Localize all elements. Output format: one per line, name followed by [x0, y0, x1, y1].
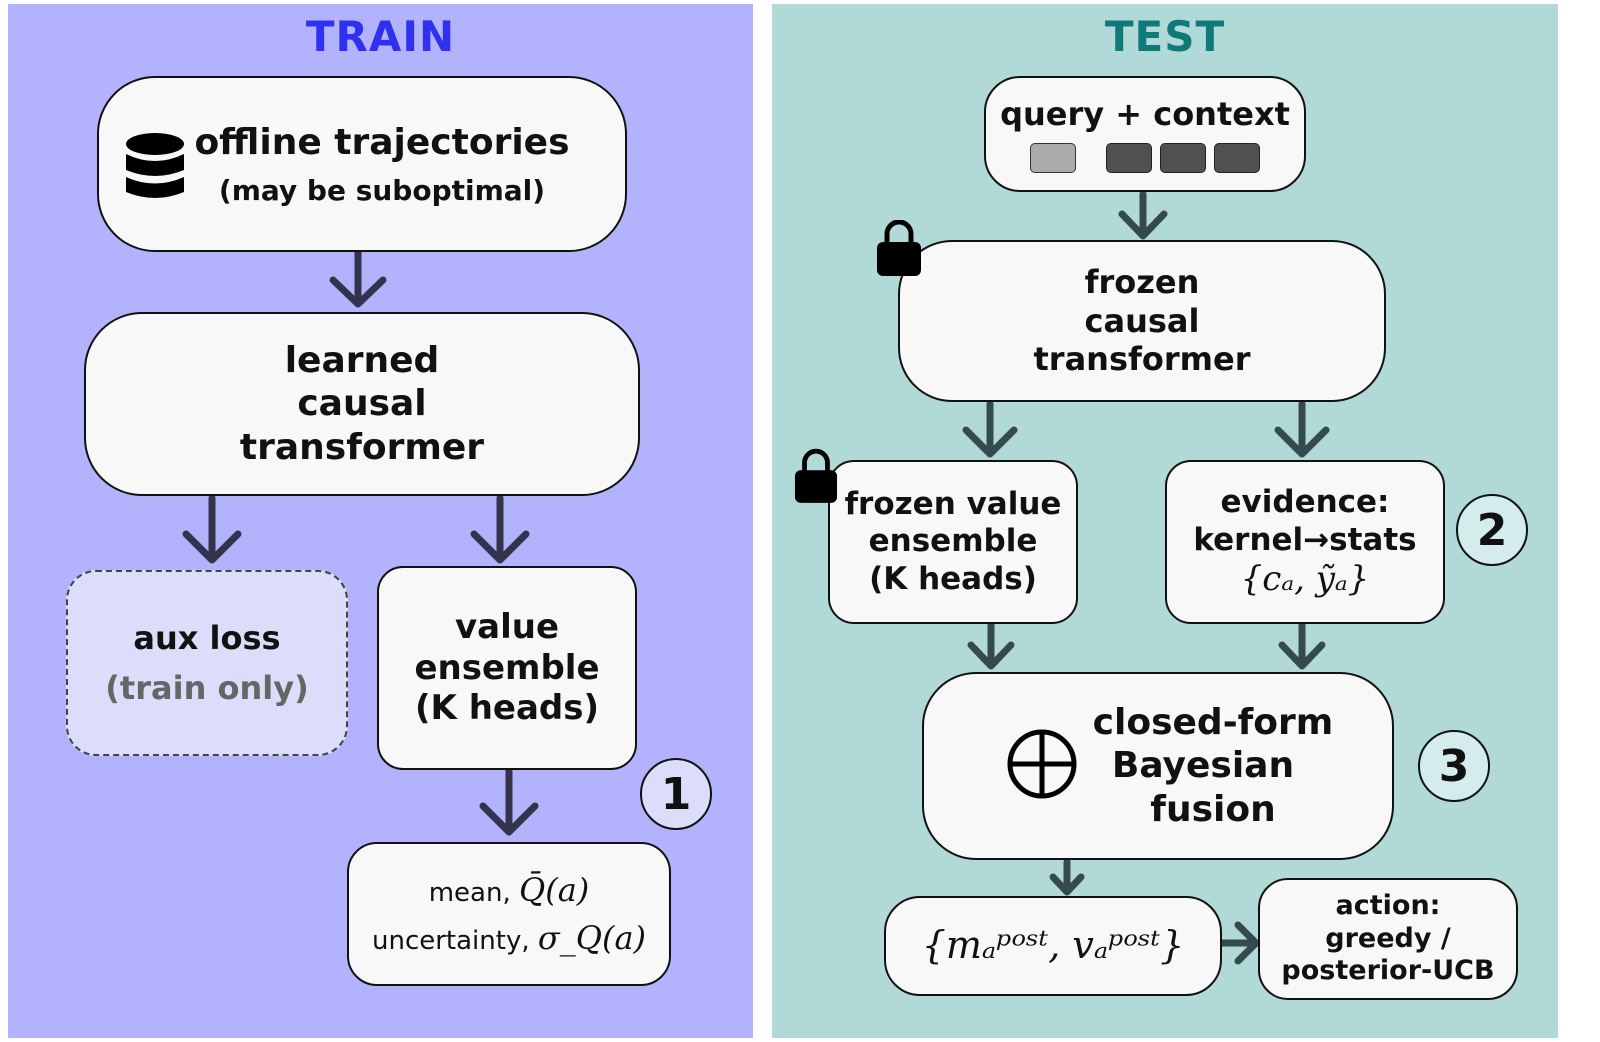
value-line2: ensemble — [414, 647, 600, 688]
uncertainty-row: uncertainty, σ_Q(a) — [372, 914, 646, 962]
mean-uncertainty-box: mean, Q̄(a) uncertainty, σ_Q(a) — [347, 842, 671, 986]
lock-icon — [877, 220, 921, 276]
transformer-line1: learned — [284, 340, 440, 382]
test-title: TEST — [1104, 12, 1226, 61]
query-context-box: query + context — [984, 76, 1306, 192]
action-box: action: greedy / posterior-UCB — [1258, 878, 1518, 1000]
evidence-math: {cₐ, ỹₐ} — [1240, 558, 1370, 599]
fusion-line1: closed-form — [1092, 702, 1334, 744]
context-token — [1160, 143, 1206, 174]
train-title: TRAIN — [305, 12, 456, 61]
posterior-math: {mₐᵖᵒˢᵗ, vₐᵖᵒˢᵗ} — [921, 923, 1185, 968]
transformer-line2: causal — [297, 383, 427, 425]
offline-trajectories-box: offline trajectories (may be suboptimal) — [97, 76, 627, 252]
fusion-line3: fusion — [1150, 788, 1276, 830]
action-line2: greedy / — [1325, 922, 1451, 954]
aux-loss-label: aux loss — [133, 618, 281, 657]
query-token — [1030, 143, 1076, 174]
action-line3: posterior-UCB — [1281, 955, 1495, 987]
step-badge-1: 1 — [640, 758, 712, 830]
evidence-line1: evidence: — [1220, 484, 1390, 521]
frozen-transformer-line1: frozen — [1084, 263, 1200, 302]
offline-title: offline trajectories — [194, 121, 570, 163]
lock-icon — [794, 448, 838, 503]
frozen-value-ensemble-box: frozen value ensemble (K heads) — [828, 460, 1078, 624]
fusion-line2: Bayesian — [1111, 745, 1295, 787]
uncertainty-label: uncertainty, — [371, 926, 538, 956]
posterior-box: {mₐᵖᵒˢᵗ, vₐᵖᵒˢᵗ} — [884, 896, 1222, 996]
evidence-line2: kernel→stats — [1193, 521, 1417, 558]
value-line3: (K heads) — [414, 688, 600, 729]
frozen-value-line3: (K heads) — [869, 560, 1037, 597]
value-line1: value — [454, 606, 560, 647]
mean-label: mean, — [428, 878, 519, 908]
mean-row: mean, Q̄(a) — [429, 866, 590, 914]
frozen-transformer-box: frozen causal transformer — [898, 240, 1386, 402]
aux-loss-note: (train only) — [105, 669, 309, 707]
context-token — [1214, 143, 1260, 174]
frozen-transformer-line2: causal — [1084, 301, 1200, 340]
uncertainty-math: σ_Q(a) — [537, 919, 646, 957]
circle-plus-icon — [1007, 729, 1077, 799]
action-line1: action: — [1335, 890, 1441, 922]
frozen-value-line2: ensemble — [868, 523, 1038, 560]
step-badge-2: 2 — [1456, 494, 1528, 566]
evidence-box: evidence: kernel→stats {cₐ, ỹₐ} — [1165, 460, 1445, 624]
transformer-line3: transformer — [239, 426, 485, 468]
query-label: query + context — [1000, 94, 1290, 133]
value-ensemble-box: value ensemble (K heads) — [377, 566, 637, 770]
frozen-value-line1: frozen value — [844, 486, 1062, 523]
bayesian-fusion-box: closed-form Bayesian fusion — [922, 672, 1394, 860]
learned-transformer-box: learned causal transformer — [84, 312, 640, 496]
frozen-transformer-line3: transformer — [1033, 340, 1251, 379]
context-token — [1106, 143, 1152, 174]
aux-loss-box: aux loss (train only) — [66, 570, 348, 756]
offline-subtitle: (may be suboptimal) — [218, 173, 546, 207]
step-badge-3: 3 — [1418, 730, 1490, 802]
database-icon — [126, 133, 184, 198]
mean-math: Q̄(a) — [518, 871, 590, 909]
context-tokens — [1030, 143, 1260, 174]
